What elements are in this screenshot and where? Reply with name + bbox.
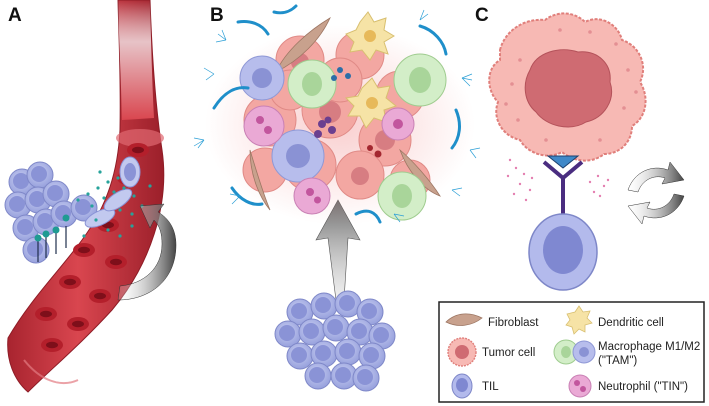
til-cell	[286, 342, 314, 370]
granules	[314, 67, 382, 158]
migrating-til	[103, 188, 133, 212]
macrophage-m2-icon	[572, 340, 596, 364]
legend-dendritic: Dendritic cell	[598, 317, 664, 329]
adhesion-molecules	[34, 214, 70, 262]
til-cell	[352, 364, 380, 392]
til-icon	[451, 373, 473, 399]
red-blood-cell	[35, 307, 57, 321]
fibroblasts	[249, 16, 441, 211]
chemokine-dots	[76, 170, 152, 238]
til-cluster-a	[4, 156, 141, 264]
til-cell-c	[528, 213, 598, 291]
curved-arrow-icon	[117, 203, 177, 301]
ecm-fibers	[212, 4, 461, 224]
til-cell	[334, 338, 362, 366]
legend-tumor: Tumor cell	[482, 347, 535, 359]
red-blood-cell	[127, 143, 149, 157]
panel-b-letter: B	[210, 5, 224, 26]
legend: Fibroblast Dendritic cell Tumor cell Mac…	[438, 301, 705, 403]
fibroblast-icon	[445, 313, 483, 326]
tumor-cell-icon	[447, 337, 477, 367]
panel-c: C	[475, 5, 685, 291]
red-blood-cell	[89, 289, 111, 303]
cytokine-dots	[506, 158, 610, 202]
til-cluster-b	[274, 290, 396, 392]
blood-vessel	[7, 0, 165, 393]
legend-neutrophil: Neutrophil ("TIN")	[598, 381, 688, 393]
til-cell	[304, 362, 332, 390]
red-blood-cell	[73, 243, 95, 257]
macrophage-m1-icon	[553, 339, 579, 365]
panel-a: A	[4, 0, 177, 393]
cycle-arrows-icon	[627, 161, 685, 225]
red-blood-cell	[41, 338, 63, 352]
til-cell	[22, 236, 50, 264]
ecm-branches	[193, 9, 481, 223]
red-blood-cell	[67, 317, 89, 331]
legend-til: TIL	[482, 381, 499, 393]
ligand-icon	[546, 155, 580, 169]
red-blood-cell	[105, 255, 127, 269]
migrating-til	[84, 208, 116, 228]
tumor-cell-c	[488, 12, 647, 162]
legend-macrophage-line2: ("TAM")	[598, 355, 637, 367]
red-blood-cell	[59, 275, 81, 289]
til-cell	[322, 314, 350, 342]
tumor-microenvironment	[193, 4, 481, 224]
legend-macrophage-line1: Macrophage M1/M2	[598, 341, 700, 353]
panel-c-letter: C	[475, 5, 489, 26]
neutrophil-icon	[568, 374, 592, 398]
panel-b: B	[193, 4, 481, 392]
panel-a-letter: A	[8, 5, 22, 26]
macrophages-m1	[287, 53, 447, 221]
dendritic-cell-icon	[565, 305, 593, 335]
legend-fibroblast: Fibroblast	[488, 317, 539, 329]
